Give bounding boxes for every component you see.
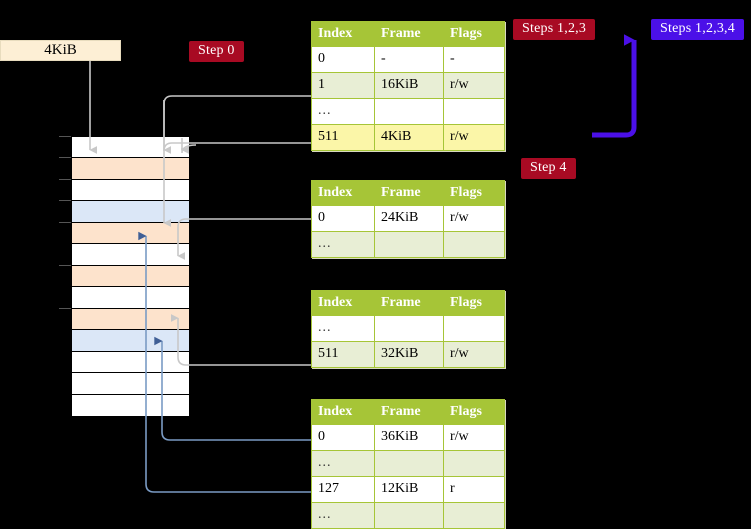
table-row[interactable]: ... (311, 98, 505, 125)
memory-frame-row (72, 330, 189, 352)
cell-index: ... (311, 231, 375, 258)
column-header-flags: Flags (443, 21, 505, 47)
column-header-frame: Frame (374, 180, 444, 206)
cell-index: 511 (311, 341, 375, 368)
memory-frame-row (72, 158, 189, 180)
step-0-badge: Step 0 (189, 41, 244, 62)
cell-frame: 16KiB (374, 72, 444, 99)
table-row[interactable]: 0-- (311, 46, 505, 73)
column-header-index: Index (311, 180, 375, 206)
column-header-frame: Frame (374, 21, 444, 47)
cell-index: 0 (311, 46, 375, 73)
cell-frame: 36KiB (374, 424, 444, 451)
table-row[interactable]: ... (311, 315, 505, 342)
column-header-flags: Flags (443, 180, 505, 206)
memory-scale-tick (59, 307, 71, 309)
memory-frame-row (72, 351, 189, 374)
cell-flags: r/w (443, 124, 505, 151)
column-header-index: Index (311, 21, 375, 47)
cell-flags: r (443, 476, 505, 503)
cell-flags (443, 450, 505, 477)
physical-memory-column (71, 136, 190, 416)
cell-frame (374, 315, 444, 342)
table-row[interactable]: ... (311, 502, 505, 529)
memory-frame-row (72, 265, 189, 288)
memory-frame-row (72, 179, 189, 202)
memory-frame-row (72, 308, 189, 331)
cell-flags: r/w (443, 72, 505, 99)
memory-scale-tick (59, 178, 71, 180)
table-row[interactable]: ... (311, 450, 505, 477)
cell-frame: 12KiB (374, 476, 444, 503)
cell-frame: - (374, 46, 444, 73)
column-header-index: Index (311, 290, 375, 316)
cell-index: ... (311, 98, 375, 125)
cell-index: 0 (311, 205, 375, 232)
cell-index: 511 (311, 124, 375, 151)
cell-frame (374, 502, 444, 529)
cell-index: ... (311, 502, 375, 529)
cell-frame (374, 450, 444, 477)
memory-scale-tick (59, 157, 71, 159)
cell-flags: r/w (443, 424, 505, 451)
column-header-flags: Flags (443, 290, 505, 316)
memory-frame-row (72, 244, 189, 266)
cell-frame: 24KiB (374, 205, 444, 232)
cell-flags (443, 231, 505, 258)
cell-index: 1 (311, 72, 375, 99)
steps-1234-badge: Steps 1,2,3,4 (651, 19, 744, 40)
cell-index: 0 (311, 424, 375, 451)
column-header-frame: Frame (374, 399, 444, 425)
cell-flags (443, 315, 505, 342)
memory-scale-tick (59, 136, 71, 137)
memory-frame-row (72, 373, 189, 395)
memory-scale-tick (59, 264, 71, 266)
memory-scale-tick (59, 221, 71, 223)
cell-frame: 4KiB (374, 124, 444, 151)
cell-frame: 32KiB (374, 341, 444, 368)
table-row[interactable]: ... (311, 231, 505, 258)
cell-flags: r/w (443, 341, 505, 368)
steps-123-badge: Steps 1,2,3 (513, 19, 596, 40)
memory-frame-row (72, 201, 189, 223)
cell-index: 127 (311, 476, 375, 503)
memory-frame-row (72, 137, 189, 159)
cell-index: ... (311, 315, 375, 342)
column-header-flags: Flags (443, 399, 505, 425)
cell-flags: - (443, 46, 505, 73)
violet-bracket-arrow (592, 34, 637, 138)
cell-index: ... (311, 450, 375, 477)
memory-frame-row (72, 287, 189, 309)
cell-flags (443, 98, 505, 125)
memory-scale-tick (59, 200, 71, 202)
memory-frame-row (72, 394, 189, 416)
cell-frame (374, 231, 444, 258)
column-header-index: Index (311, 399, 375, 425)
step-4-badge: Step 4 (521, 158, 576, 179)
cell-frame (374, 98, 444, 125)
column-header-frame: Frame (374, 290, 444, 316)
cell-flags (443, 502, 505, 529)
size-label-4kib: 4KiB (0, 40, 121, 61)
cell-flags: r/w (443, 205, 505, 232)
memory-frame-row (72, 222, 189, 245)
